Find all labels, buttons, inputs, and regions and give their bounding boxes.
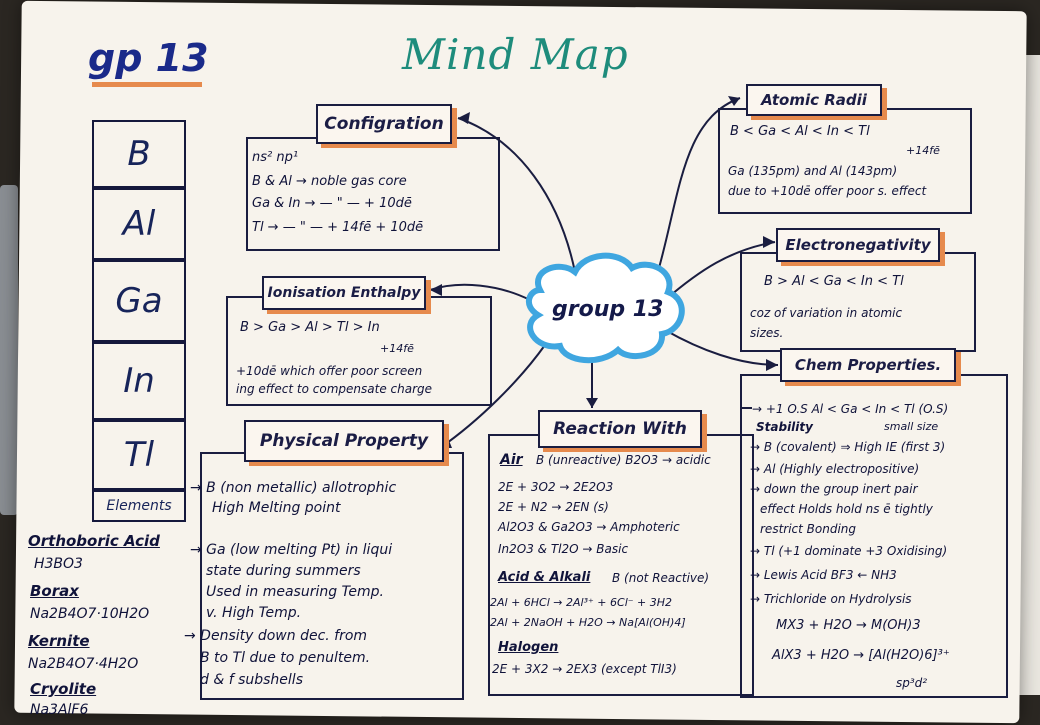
electronegativity-line: B > Al < Ga < In < Tl (764, 274, 904, 289)
element-al: Al (92, 188, 186, 260)
reaction-line: 2E + N2 → 2EN (s) (498, 500, 609, 514)
config-line: B & Al → noble gas core (252, 174, 407, 189)
reaction-line: 2E + 3O2 → 2E2O3 (498, 480, 614, 494)
compound-formula: Na3AlF6 (30, 702, 89, 718)
chem-line: Stability (756, 420, 813, 434)
chem-line: small size (884, 420, 939, 433)
compound-formula: H3BO3 (34, 556, 83, 572)
clipboard-clip (0, 185, 18, 515)
compound-name: Orthoboric Acid (28, 532, 160, 550)
center-cloud (525, 252, 685, 364)
atomic-radii-heading: Atomic Radii (746, 84, 882, 116)
ionisation-line: ing effect to compensate charge (236, 382, 433, 396)
physical-line: → B (non metallic) allotrophic (190, 480, 397, 496)
compound-formula: Na2B4O7·10H2O (30, 606, 150, 622)
atomic-radii-line: +14fē (906, 144, 940, 157)
physical-line: → Density down dec. from (184, 628, 368, 644)
chem-line: → +1 O.S Al < Ga < In < Tl (O.S) (752, 402, 949, 416)
compound-name: Cryolite (30, 680, 97, 698)
reaction-line: 2Al + 2NaOH + H2O → Na[Al(OH)4] (490, 616, 686, 629)
reaction-halogen-label: Halogen (498, 640, 559, 655)
chem-line: → Al (Highly electropositive) (750, 462, 920, 476)
reaction-heading: Reaction With (538, 410, 702, 448)
element-tl: Tl (92, 420, 186, 490)
elements-caption: Elements (92, 490, 186, 522)
physical-line: → Ga (low melting Pt) in liqui (190, 542, 393, 558)
chem-line: MX3 + H2O → M(OH)3 (776, 618, 921, 633)
atomic-radii-line: Ga (135pm) and Al (143pm) (728, 164, 898, 178)
ionisation-line: +10dē which offer poor screen (236, 364, 423, 378)
line-physical (439, 344, 546, 449)
chem-heading: Chem Properties. (780, 348, 956, 382)
reaction-acid-note: B (not Reactive) (612, 571, 710, 585)
reaction-line: Al2O3 & Ga2O3 → Amphoteric (498, 520, 680, 534)
configuration-heading: Configration (316, 104, 452, 144)
electronegativity-line: sizes. (750, 326, 784, 340)
atomic-radii-line: B < Ga < Al < In < Tl (730, 124, 870, 139)
ionisation-line: B > Ga > Al > Tl > In (240, 320, 380, 335)
reaction-acid-label: Acid & Alkali (498, 570, 591, 585)
electronegativity-heading: Electronegativity (776, 228, 940, 262)
reaction-line: 2E + 3X2 → 2EX3 (except TlI3) (492, 662, 677, 676)
physical-line: B to Tl due to penultem. (200, 650, 371, 666)
element-ga: Ga (92, 260, 186, 342)
electronegativity-line: coz of variation in atomic (750, 306, 903, 320)
config-line: ns² np¹ (252, 150, 299, 165)
reaction-line: 2Al + 6HCl → 2Al³⁺ + 6Cl⁻ + 3H2 (490, 596, 673, 609)
line-configuration (457, 117, 576, 273)
line-electronegativity (664, 241, 776, 301)
chem-line: → Trichloride on Hydrolysis (750, 592, 912, 606)
corner-underline (92, 82, 202, 87)
chem-line: sp³d² (896, 676, 928, 690)
physical-line: d & f subshells (200, 672, 303, 688)
center-topic: group 13 (552, 297, 664, 322)
reaction-air-label: Air (500, 452, 523, 468)
physical-heading: Physical Property (244, 420, 444, 462)
physical-line: High Melting point (212, 500, 341, 516)
atomic-radii-line: due to +10dē offer poor s. effect (728, 184, 927, 198)
element-b: B (92, 120, 186, 188)
chem-line: → Lewis Acid BF3 ← NH3 (750, 568, 897, 582)
page-title: Mind Map (402, 30, 629, 79)
config-line: Ga & In → — " — + 10dē (252, 196, 412, 211)
ionisation-line: +14fē (380, 342, 414, 355)
reaction-box (488, 434, 754, 696)
ionisation-heading: Ionisation Enthalpy (262, 276, 426, 310)
physical-line: Used in measuring Temp. (206, 584, 384, 600)
chem-line: AlX3 + H2O → [Al(H2O)6]³⁺ (772, 648, 950, 663)
compound-name: Kernite (28, 632, 90, 650)
element-in: In (92, 342, 186, 420)
physical-line: v. High Temp. (206, 605, 302, 621)
config-line: Tl → — " — + 14fē + 10dē (252, 220, 424, 235)
line-chem (664, 329, 779, 366)
reaction-line: B (unreactive) B2O3 → acidic (536, 453, 711, 467)
chem-line: → down the group inert pair (750, 482, 918, 496)
reaction-line: In2O3 & Tl2O → Basic (498, 542, 629, 556)
chem-line: → Tl (+1 dominate +3 Oxidising) (750, 544, 948, 558)
compound-formula: Na2B4O7·4H2O (28, 656, 139, 672)
chem-line: restrict Bonding (760, 522, 857, 536)
corner-label: gp 13 (88, 36, 209, 80)
compound-name: Borax (30, 582, 79, 600)
chem-line: effect Holds hold ns ē tightly (760, 502, 933, 516)
chem-line: → B (covalent) ⇒ High IE (first 3) (750, 440, 946, 454)
physical-line: state during summers (206, 563, 361, 579)
